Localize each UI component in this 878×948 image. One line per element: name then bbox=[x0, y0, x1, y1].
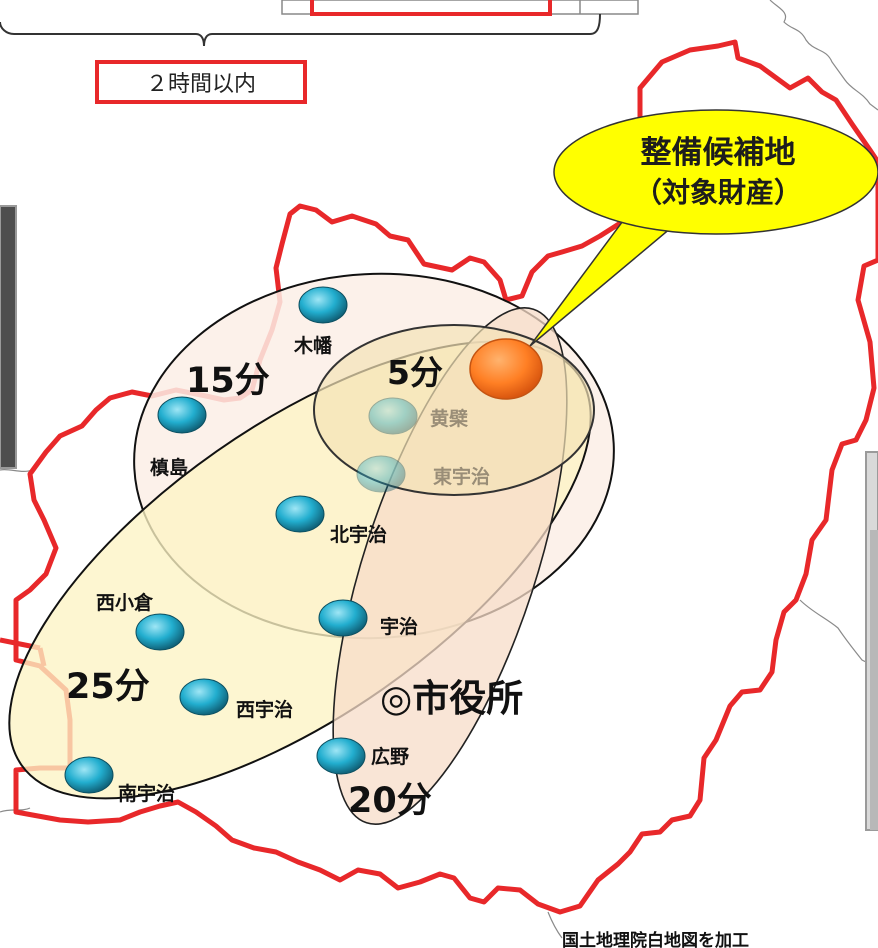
callout-line-2: （対象財産） bbox=[634, 176, 802, 209]
station-label: 南宇治 bbox=[118, 782, 175, 805]
station-nishi-uji: 西宇治 bbox=[179, 678, 293, 721]
city-boundary bbox=[13, 39, 878, 915]
map-credit: 国土地理院白地図を加工 bbox=[562, 930, 749, 948]
station-label: 槙島 bbox=[150, 456, 188, 479]
time-limit-label: ２時間以内 bbox=[146, 72, 256, 97]
station-label: 西宇治 bbox=[236, 698, 293, 721]
station-nishi-ogura: 西小倉 bbox=[96, 591, 185, 651]
station-hirono: 広野 bbox=[316, 737, 409, 775]
candidate-site-marker bbox=[469, 338, 543, 400]
time-limit-box: ２時間以内 bbox=[95, 60, 307, 104]
station-label: 木幡 bbox=[293, 334, 333, 357]
city-hall-label: ◎市役所 bbox=[380, 677, 523, 720]
station-label: 北宇治 bbox=[330, 523, 387, 546]
station-kohata: 木幡 bbox=[293, 286, 348, 357]
station-higashi-uji: 東宇治 bbox=[356, 455, 490, 493]
station-makishima: 槙島 bbox=[150, 396, 207, 479]
zone-label-15min: 15分 bbox=[186, 361, 270, 401]
candidate-site-callout: 整備候補地 （対象財産） bbox=[529, 109, 878, 347]
station-obaku: 黄檗 bbox=[368, 397, 469, 435]
station-uji: 宇治 bbox=[318, 599, 418, 638]
station-label: 西小倉 bbox=[96, 591, 154, 614]
station-label: 宇治 bbox=[380, 615, 418, 638]
station-kita-uji: 北宇治 bbox=[275, 495, 387, 546]
station-minami-uji: 南宇治 bbox=[64, 756, 175, 805]
photo-fragment-left bbox=[0, 206, 16, 468]
header-table bbox=[281, 0, 639, 16]
zone-label-25min: 25分 bbox=[66, 667, 150, 707]
station-label: 黄檗 bbox=[430, 407, 469, 430]
callout-line-1: 整備候補地 bbox=[641, 135, 796, 171]
zone-label-5min: 5分 bbox=[387, 353, 443, 392]
station-label: 東宇治 bbox=[433, 465, 490, 488]
stations: 木幡 黄檗 東宇治 槙島 北宇治 宇治 西小倉 西宇治 bbox=[64, 286, 490, 805]
station-label: 広野 bbox=[371, 745, 409, 768]
zone-label-20min: 20分 bbox=[348, 781, 432, 821]
bracket-line bbox=[0, 13, 601, 47]
